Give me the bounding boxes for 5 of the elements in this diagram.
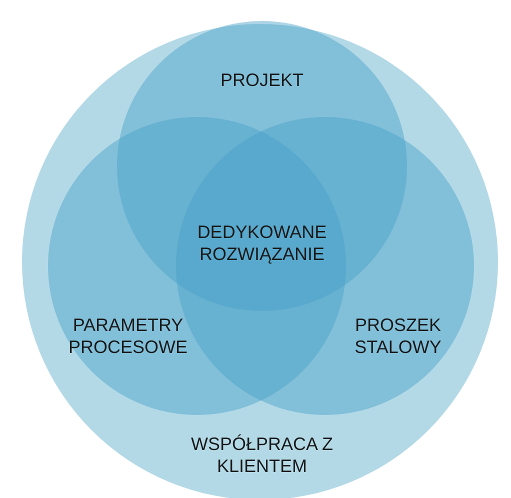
center-label: DEDYKOWANE ROZWIĄZANIE <box>196 221 328 265</box>
circle-label: PARAMETRY PROCESOWE <box>67 314 188 358</box>
circle-label: PROJEKT <box>219 69 304 91</box>
circle-label: WSPÓŁPRACA Z KLIENTEM <box>190 433 334 477</box>
circle-label: PROSZEK STALOWY <box>354 314 442 358</box>
